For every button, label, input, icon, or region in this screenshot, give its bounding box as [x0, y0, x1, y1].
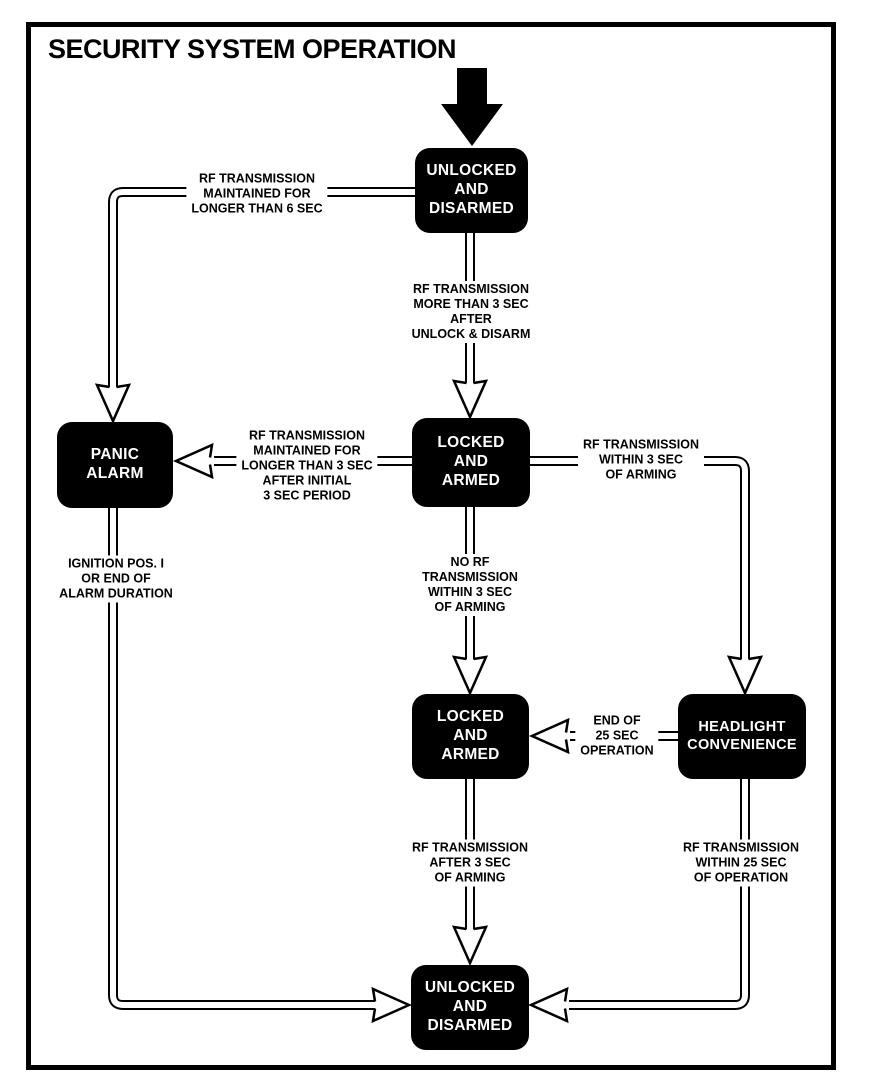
edge-label-rf-within-25sec: RF TRANSMISSION WITHIN 25 SEC OF OPERATI…	[678, 839, 804, 887]
page-title: SECURITY SYSTEM OPERATION	[48, 34, 457, 64]
connector-headlight-unlockedbottom	[529, 750, 750, 1023]
arrowhead-down-icon	[452, 379, 488, 419]
connector-panic-unlockedbottom	[108, 480, 411, 1023]
node-unlocked-disarmed-top: UNLOCKED AND DISARMED	[415, 148, 528, 233]
arrowhead-left-icon	[529, 987, 569, 1023]
edge-label-rf-maintained-6sec: RF TRANSMISSION MAINTAINED FOR LONGER TH…	[186, 170, 328, 218]
edge-label-rf-within-3sec: RF TRANSMISSION WITHIN 3 SEC OF ARMING	[578, 436, 704, 484]
connector-lockedmid-headlight	[480, 456, 763, 695]
node-headlight-convenience: HEADLIGHT CONVENIENCE	[678, 694, 806, 779]
node-unlocked-disarmed-bottom: UNLOCKED AND DISARMED	[411, 965, 529, 1050]
edge-label-end-of-25sec: END OF 25 SEC OPERATION	[575, 712, 659, 760]
edge-label-rf-more-than-3sec: RF TRANSMISSION MORE THAN 3 SEC AFTER UN…	[406, 281, 536, 343]
arrowhead-down-icon	[452, 925, 488, 965]
page-border-frame	[26, 22, 836, 1070]
arrowhead-left-icon	[174, 443, 214, 479]
edge-label-rf-after-3sec: RF TRANSMISSION AFTER 3 SEC OF ARMING	[407, 839, 533, 887]
arrowhead-down-icon	[727, 655, 763, 695]
arrowhead-left-icon	[530, 718, 570, 754]
node-panic-alarm: PANIC ALARM	[57, 422, 173, 508]
node-locked-armed-mid: LOCKED AND ARMED	[412, 418, 530, 507]
arrowhead-down-icon	[452, 655, 488, 695]
connector-unlockedtop-panic	[95, 187, 480, 423]
arrowhead-down-icon	[95, 383, 131, 423]
arrowhead-right-icon	[371, 987, 411, 1023]
start-arrow-icon	[441, 68, 503, 146]
edge-label-rf-maintained-3sec: RF TRANSMISSION MAINTAINED FOR LONGER TH…	[236, 427, 378, 505]
node-locked-armed-low: LOCKED AND ARMED	[412, 694, 529, 779]
edge-label-ignition-or-end: IGNITION POS. I OR END OF ALARM DURATION	[54, 555, 178, 603]
edge-label-no-rf-within-3sec: NO RF TRANSMISSION WITHIN 3 SEC OF ARMIN…	[417, 554, 523, 616]
